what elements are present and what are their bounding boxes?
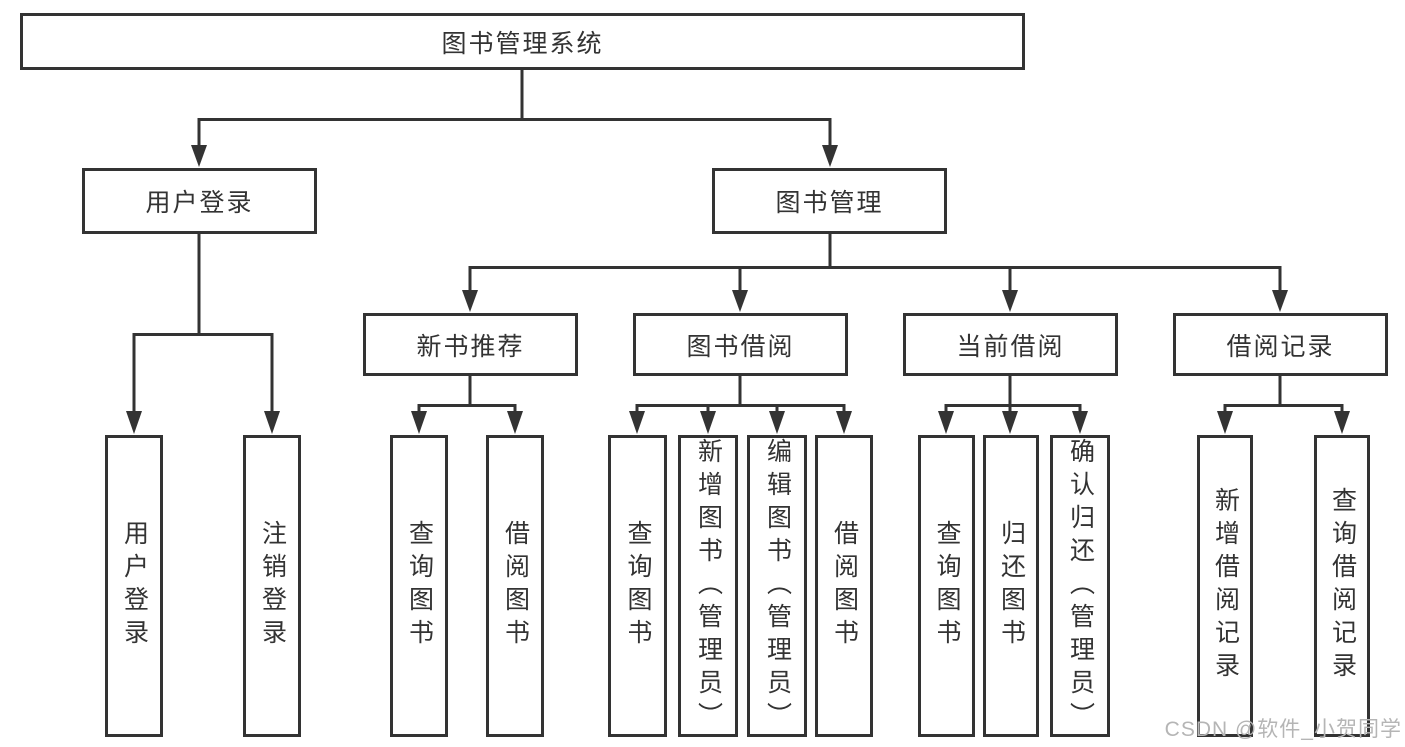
leaf-borrow-add-books-admin-label: 新增图书（管理员）: [694, 437, 723, 735]
node-book-borrow-label: 图书借阅: [686, 332, 795, 361]
leaf-borrow-borrow-books: 借阅图书: [815, 435, 873, 737]
leaf-user-login-label: 用户登录: [120, 520, 149, 652]
leaf-current-confirm-return-admin: 确认归还（管理员）: [1050, 435, 1110, 737]
node-book-management-label: 图书管理: [775, 189, 884, 217]
node-book-management: 图书管理: [712, 168, 947, 234]
node-root-label: 图书管理系统: [441, 29, 604, 58]
leaf-newbook-query-books-label: 查询图书: [405, 520, 434, 652]
node-current-borrow-label: 当前借阅: [956, 332, 1065, 361]
leaf-current-return-books-label: 归还图书: [997, 520, 1026, 652]
leaf-current-confirm-return-admin-label: 确认归还（管理员）: [1066, 437, 1095, 735]
node-new-book-recommend: 新书推荐: [363, 313, 578, 376]
leaf-borrow-edit-books-admin: 编辑图书（管理员）: [747, 435, 807, 737]
leaf-user-login: 用户登录: [105, 435, 163, 737]
node-user-login: 用户登录: [82, 168, 317, 234]
leaf-newbook-query-books: 查询图书: [390, 435, 448, 737]
node-book-borrow: 图书借阅: [633, 313, 848, 376]
node-new-book-recommend-label: 新书推荐: [416, 332, 525, 361]
leaf-newbook-borrow-books-label: 借阅图书: [501, 520, 530, 652]
leaf-records-query-record-label: 查询借阅记录: [1328, 487, 1357, 685]
leaf-logout-label: 注销登录: [258, 520, 287, 652]
leaf-records-add-record: 新增借阅记录: [1197, 435, 1253, 737]
leaf-records-add-record-label: 新增借阅记录: [1211, 487, 1240, 685]
leaf-current-return-books: 归还图书: [983, 435, 1039, 737]
leaf-borrow-query-books: 查询图书: [608, 435, 667, 737]
leaf-logout: 注销登录: [243, 435, 301, 737]
csdn-watermark: CSDN @软件_小贺同学: [1164, 718, 1402, 741]
leaf-current-query-books: 查询图书: [918, 435, 975, 737]
leaf-newbook-borrow-books: 借阅图书: [486, 435, 544, 737]
node-root-system: 图书管理系统: [20, 13, 1025, 70]
node-current-borrow: 当前借阅: [903, 313, 1118, 376]
leaf-borrow-borrow-books-label: 借阅图书: [830, 520, 859, 652]
node-borrow-records-label: 借阅记录: [1226, 332, 1335, 361]
leaf-borrow-query-books-label: 查询图书: [624, 520, 652, 652]
leaf-borrow-add-books-admin: 新增图书（管理员）: [678, 435, 738, 737]
leaf-current-query-books-label: 查询图书: [933, 520, 961, 652]
leaf-records-query-record: 查询借阅记录: [1314, 435, 1370, 737]
node-user-login-label: 用户登录: [145, 189, 254, 217]
node-borrow-records: 借阅记录: [1173, 313, 1388, 376]
arrowhead-group: [126, 145, 1350, 434]
leaf-borrow-edit-books-admin-label: 编辑图书（管理员）: [763, 437, 792, 735]
